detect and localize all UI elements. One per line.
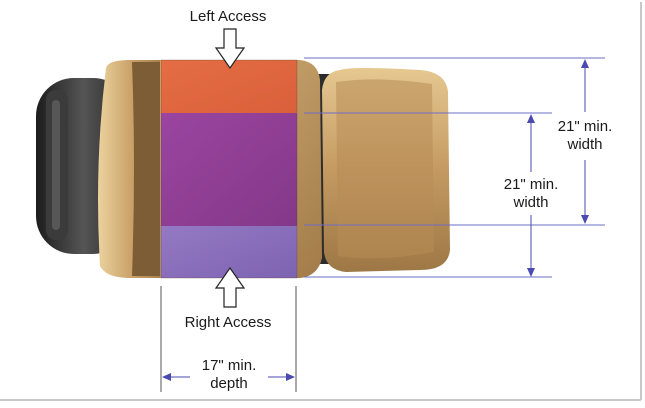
inner-width-label-line2: width [512, 194, 548, 211]
backrest-cushion [98, 60, 166, 278]
depth-dimension [160, 286, 297, 392]
inner-width-label-line1: 21" min. [504, 176, 559, 193]
inner-width-dimension [527, 114, 535, 277]
outer-width-label-line2: width [566, 136, 602, 153]
outer-width-dimension [581, 59, 589, 224]
right-access-arrow-icon [214, 266, 246, 308]
right-access-label: Right Access [185, 314, 272, 331]
outer-width-label-line1: 21" min. [558, 118, 613, 135]
depth-label-line2: depth [210, 375, 248, 392]
reference-lines [304, 57, 605, 278]
footrest-cushion [322, 68, 450, 272]
depth-label-line1: 17" min. [202, 357, 257, 374]
center-zone [161, 113, 297, 226]
left-access-label: Left Access [190, 8, 267, 25]
left-access-zone [161, 60, 297, 113]
left-access-arrow-icon [214, 28, 246, 70]
